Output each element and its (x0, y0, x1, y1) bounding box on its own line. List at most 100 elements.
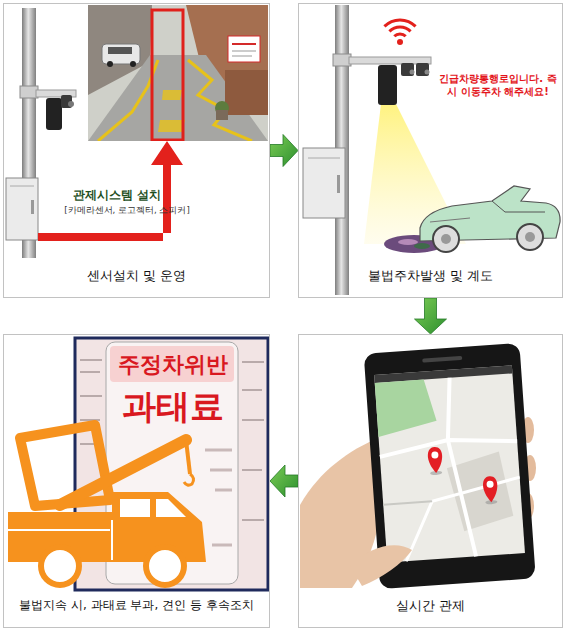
hand (350, 545, 412, 586)
parked-car (525, 232, 535, 242)
tow-truck (186, 440, 190, 474)
smartphone (383, 501, 432, 504)
alley-photo (130, 61, 136, 67)
parked-car (430, 218, 470, 222)
sensor-pole (425, 70, 430, 75)
alley-photo (107, 61, 113, 67)
parked-car (492, 201, 545, 212)
sensor-pole (308, 158, 340, 159)
tow-truck (184, 474, 194, 485)
install-arrow (38, 141, 183, 241)
smartphone (482, 476, 498, 503)
fine-ticket (242, 469, 262, 471)
sensor-pole (6, 8, 76, 258)
wifi-symbol (384, 20, 415, 45)
flow-arrow (270, 135, 298, 167)
fine-ticket (242, 419, 264, 421)
light-cone (398, 239, 418, 245)
wifi-symbol (384, 20, 415, 26)
alley-photo (152, 10, 183, 140)
fine-ticket (80, 395, 102, 397)
fine-ticket (205, 449, 232, 452)
parked-car (517, 224, 543, 250)
tow-truck (146, 547, 184, 585)
sensor-pole (378, 65, 397, 105)
alley-photo (88, 5, 268, 141)
flow-arrow (415, 298, 447, 334)
sensor-pole (333, 54, 351, 66)
fine-ticket (80, 359, 102, 361)
alley-photo (216, 110, 228, 120)
tow-truck (8, 529, 110, 531)
sensor-pole (20, 86, 38, 98)
smartphone (374, 365, 525, 562)
wifi-symbol (394, 34, 405, 36)
alley-photo (225, 70, 268, 115)
sensor-pole (303, 148, 345, 218)
parked-car (441, 234, 451, 244)
alley-photo (158, 120, 185, 132)
step-caption: 센서설치 및 운영 (4, 267, 269, 284)
fine-ticket (215, 489, 232, 492)
light-cone (414, 243, 430, 249)
alley-photo (88, 55, 268, 141)
alley-photo (232, 51, 256, 52)
sensor-pole (303, 5, 431, 295)
panel-box: 긴급차량통행로입니다. 즉시 이동주차 해주세요! 불법주차발생 및 계도 (298, 3, 563, 298)
fine-ticket (210, 469, 232, 472)
tow-truck (20, 425, 110, 506)
parked-car (433, 226, 459, 252)
smartphone (486, 481, 493, 488)
component-list: [카메라센서, 로고젝터, 스피커] (52, 205, 202, 216)
panel-box: 관제시스템 설치 [카메라센서, 로고젝터, 스피커] 센서설치 및 운영 (3, 3, 270, 298)
alley-photo (232, 43, 256, 45)
fine-ticket (242, 389, 262, 391)
sensor-pole (10, 186, 34, 187)
step-caption: 불법주차발생 및 계도 (299, 267, 562, 284)
smartphone (374, 365, 512, 383)
tow-truck (120, 499, 150, 517)
smartphone (431, 451, 438, 458)
sensor-pole (31, 200, 34, 214)
wifi-symbol (389, 27, 410, 31)
alley-photo (162, 90, 182, 100)
alley-photo (102, 44, 140, 64)
tow-truck (41, 547, 79, 585)
smartphone (375, 379, 438, 437)
hand (350, 545, 412, 586)
fine-ticket (212, 544, 232, 547)
alley-photo (228, 36, 260, 62)
smartphone (444, 377, 477, 558)
warning-message: 긴급차량통행로입니다. 즉시 이동주차 해주세요! (439, 72, 557, 98)
sensor-pole (416, 63, 429, 76)
tow-truck (111, 520, 113, 560)
parked-car (420, 186, 560, 252)
sensor-pole (6, 178, 38, 240)
flow-arrow (270, 465, 298, 497)
step-caption: 실시간 관제 (299, 597, 562, 614)
step-caption: 불법지속 시, 과태료 부과, 견인 등 후속조치 (4, 597, 269, 613)
fine-ticket (242, 361, 264, 363)
sensor-pole (410, 70, 415, 75)
light-cone (364, 104, 466, 253)
panel-box: 실시간 관제 (298, 334, 563, 628)
sensor-pole (401, 63, 414, 76)
tow-truck (156, 499, 186, 517)
sensor-pole (337, 175, 340, 193)
fine-ticket (242, 519, 264, 521)
smartphone (427, 447, 443, 474)
tow-truck (8, 425, 206, 585)
install-arrow (38, 141, 183, 241)
smartphone (446, 451, 514, 532)
system-label: 관제시스템 설치 (62, 188, 172, 203)
sensor-pole (68, 101, 74, 107)
alley-photo (88, 5, 268, 141)
sensor-pole (349, 57, 431, 64)
fine-ticket (80, 371, 100, 373)
alley-photo (108, 47, 132, 54)
smartphone (401, 477, 525, 561)
panel-box: 주정차위반과태료불법지속 시, 과태료 부과, 견인 등 후속조치 (3, 334, 270, 628)
ticket-title: 과태료 (109, 383, 237, 429)
wifi-symbol (397, 39, 403, 45)
